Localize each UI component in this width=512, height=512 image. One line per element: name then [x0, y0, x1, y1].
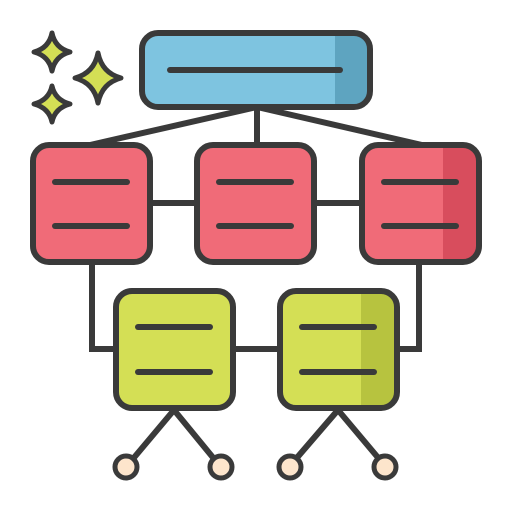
connector-top-to-left — [87, 104, 260, 148]
connector-left-down — [89, 260, 119, 352]
connector-top-to-right — [254, 104, 425, 148]
leaf-3 — [276, 453, 304, 481]
sparkle-small-top — [31, 30, 73, 74]
connector-br-to-leaf-3 — [292, 407, 341, 463]
top-node — [139, 30, 373, 110]
bottom-node-left — [113, 288, 236, 411]
leaf-1 — [112, 453, 140, 481]
connector-right-down — [394, 260, 422, 352]
leaf-2 — [207, 453, 235, 481]
sparkle-small-bottom — [31, 83, 73, 125]
connector-bl-to-leaf-2 — [171, 407, 218, 463]
mid-node-left — [30, 142, 153, 265]
connector-br-to-leaf-4 — [335, 407, 383, 463]
leaf-group — [112, 453, 399, 481]
bottom-node-right — [277, 288, 400, 411]
sparkle-large — [72, 50, 124, 106]
connector-bl-to-leaf-1 — [129, 407, 177, 463]
mid-node-center — [194, 142, 317, 265]
mid-node-right — [359, 142, 482, 265]
connector-lines — [87, 104, 425, 463]
sparkle-group — [31, 30, 124, 125]
leaf-4 — [371, 453, 399, 481]
